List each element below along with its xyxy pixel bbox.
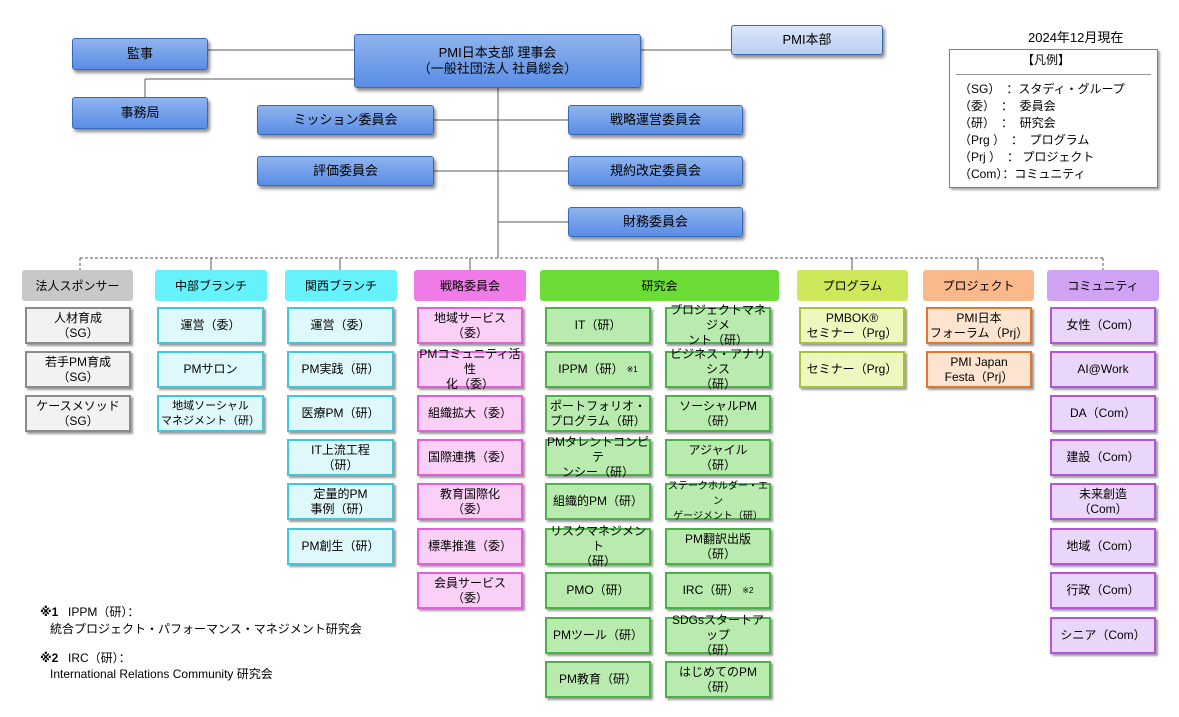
footnote-mark-1: ※1: [626, 365, 638, 374]
community-item[interactable]: 地域（Com）: [1050, 528, 1156, 565]
program-item[interactable]: セミナー（Prg）: [799, 351, 905, 388]
strategy-item[interactable]: PMコミュニティ活性 化（委）: [417, 347, 523, 391]
legend-item: （Prg ） ： プログラム: [959, 133, 1090, 147]
finance-committee-box[interactable]: 財務委員会: [568, 207, 743, 237]
project-item[interactable]: PMI日本 フォーラム（Prj）: [926, 307, 1032, 344]
legend-item: （Prj ） ： プロジェクト: [959, 150, 1095, 164]
mission-committee-box[interactable]: ミッション委員会: [257, 105, 434, 135]
legend-divider: [956, 74, 1151, 75]
research-item[interactable]: ソーシャルPM （研）: [665, 395, 771, 432]
kansai-item[interactable]: PM実践（研）: [287, 351, 394, 388]
header-program[interactable]: プログラム: [797, 270, 908, 301]
research-item[interactable]: PM教育（研）: [545, 661, 651, 698]
research-item[interactable]: ポートフォリオ・ プログラム（研）: [545, 395, 651, 432]
chubu-item[interactable]: PMサロン: [157, 351, 264, 388]
header-strategy[interactable]: 戦略委員会: [414, 270, 526, 301]
legend-item: （研） ： 研究会: [959, 116, 1056, 130]
research-item[interactable]: PMツール（研）: [545, 617, 651, 654]
header-kansai[interactable]: 関西ブランチ: [285, 270, 397, 301]
community-item[interactable]: 行政（Com）: [1050, 572, 1156, 609]
research-item[interactable]: リスクマネジメント （研）: [545, 524, 651, 568]
footnote-1-mark: ※1: [40, 605, 59, 619]
research-item[interactable]: アジャイル （研）: [665, 439, 771, 476]
date-label: 2024年12月現在: [1028, 30, 1124, 45]
chubu-item[interactable]: 地域ソーシャル マネジメント（研）: [157, 395, 264, 432]
strategy-item[interactable]: 地域サービス （委）: [417, 307, 523, 344]
strategy-item[interactable]: 教育国際化 （委）: [417, 483, 523, 520]
research-item[interactable]: IT（研）: [545, 307, 651, 344]
research-item-ippm[interactable]: IPPM（研）※1: [545, 351, 651, 388]
sponsor-item[interactable]: 若手PM育成 （SG）: [25, 351, 131, 388]
community-item[interactable]: シニア（Com）: [1050, 617, 1156, 654]
legend-item: （Com）：コミュニティ: [959, 167, 1086, 181]
community-item[interactable]: DA（Com）: [1050, 395, 1156, 432]
strategy-item[interactable]: 会員サービス （委）: [417, 572, 523, 609]
hq-box[interactable]: PMI本部: [731, 25, 883, 55]
research-item[interactable]: SDGsスタートアップ （研）: [665, 613, 771, 657]
research-item[interactable]: PM翻訳出版 （研）: [665, 528, 771, 565]
header-chubu[interactable]: 中部ブランチ: [155, 270, 267, 301]
community-item[interactable]: AI@Work: [1050, 351, 1156, 388]
community-item[interactable]: 女性（Com）: [1050, 307, 1156, 344]
legend-item: （委） ： 委員会: [959, 99, 1056, 113]
footnote-2-body: International Relations Community 研究会: [50, 667, 273, 681]
research-item[interactable]: はじめてのPM （研）: [665, 661, 771, 698]
kansai-item[interactable]: 定量的PM 事例（研）: [287, 483, 394, 520]
kansai-item[interactable]: 医療PM（研）: [287, 395, 394, 432]
research-item[interactable]: ステークホルダー・エン ゲージメント（研）: [665, 481, 771, 522]
community-item[interactable]: 未来創造 （Com）: [1050, 483, 1156, 520]
project-item[interactable]: PMI Japan Festa（Prj）: [926, 351, 1032, 388]
community-item[interactable]: 建設（Com）: [1050, 439, 1156, 476]
footnote-2-head: IRC（研）：: [68, 651, 131, 665]
sponsor-item[interactable]: 人材育成 （SG）: [25, 307, 131, 344]
chubu-item[interactable]: 運営（委）: [157, 307, 264, 344]
legend-item: （SG） ：スタディ・グループ: [959, 82, 1125, 96]
legend: 【凡例】 （SG） ：スタディ・グループ （委） ： 委員会 （研） ： 研究会…: [949, 49, 1158, 188]
sponsor-item[interactable]: ケースメソッド （SG）: [25, 395, 131, 432]
research-item[interactable]: 組織的PM（研）: [545, 483, 651, 520]
legend-title: 【凡例】: [1022, 53, 1071, 67]
bylaws-committee-box[interactable]: 規約改定委員会: [568, 156, 743, 186]
secretariat-box[interactable]: 事務局: [72, 97, 208, 129]
research-item[interactable]: プロジェクトマネジメ ント（研）: [665, 303, 771, 347]
footnote-2-mark: ※2: [40, 651, 59, 665]
research-item-label: IPPM（研）: [558, 362, 624, 376]
header-sponsor[interactable]: 法人スポンサー: [22, 270, 133, 301]
kansai-item[interactable]: 運営（委）: [287, 307, 394, 344]
research-item[interactable]: PMタレントコンピテ ンシー（研）: [545, 435, 651, 479]
research-item[interactable]: PMO（研）: [545, 572, 651, 609]
header-community[interactable]: コミュニティ: [1047, 270, 1159, 301]
footnote-1-body: 統合プロジェクト・パフォーマンス・マネジメント研究会: [50, 622, 362, 636]
strategy-item[interactable]: 組織拡大（委）: [417, 395, 523, 432]
evaluation-committee-box[interactable]: 評価委員会: [257, 156, 434, 186]
kansai-item[interactable]: PM創生（研）: [287, 528, 394, 565]
board-box[interactable]: PMI日本支部 理事会 （一般社団法人 社員総会）: [354, 34, 641, 88]
kansai-item[interactable]: IT上流工程 （研）: [287, 439, 394, 476]
strategy-item[interactable]: 国際連携（委）: [417, 439, 523, 476]
footnote-mark-2: ※2: [742, 586, 754, 595]
footnote-1-head: IPPM（研）：: [68, 605, 140, 619]
strategy-operation-committee-box[interactable]: 戦略運営委員会: [568, 105, 743, 135]
strategy-item[interactable]: 標準推進（委）: [417, 528, 523, 565]
auditor-box[interactable]: 監事: [72, 38, 208, 70]
header-project[interactable]: プロジェクト: [923, 270, 1034, 301]
header-research[interactable]: 研究会: [540, 270, 779, 301]
research-item[interactable]: ビジネス・アナリシス （研）: [665, 347, 771, 391]
research-item-label: IRC（研）: [682, 583, 740, 597]
program-item[interactable]: PMBOK® セミナー（Prg）: [799, 307, 905, 344]
research-item-irc[interactable]: IRC（研）※2: [665, 572, 771, 609]
